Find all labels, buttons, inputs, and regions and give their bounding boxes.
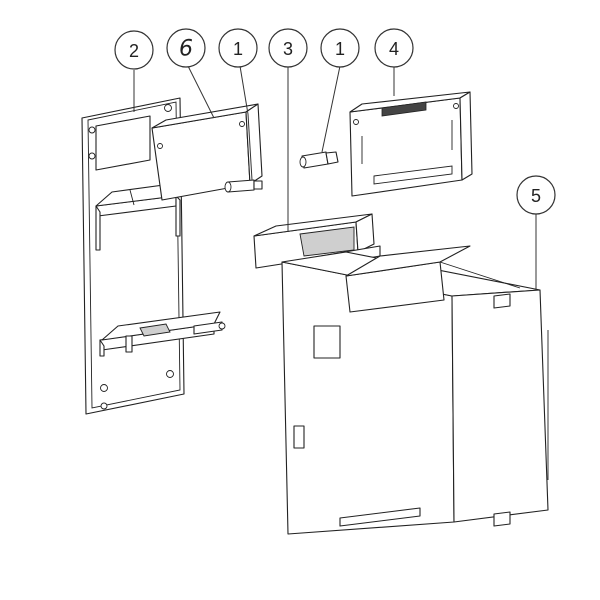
part-1-pin-right: [299, 151, 339, 169]
balloon-2: 2: [114, 30, 154, 70]
balloon-label-6: 6: [179, 37, 193, 62]
part-1-pin-left: [224, 179, 263, 193]
balloon-label-1-right: 1: [335, 39, 345, 59]
balloon-label-5: 5: [531, 186, 541, 206]
balloon-6: 6: [166, 28, 206, 68]
part-4-connector-bracket: [349, 91, 473, 197]
balloon-label-4: 4: [389, 39, 399, 59]
balloon-label-1-left: 1: [233, 39, 243, 59]
balloon-1-left: 1: [218, 28, 258, 68]
balloon-label-2: 2: [129, 41, 139, 61]
balloon-5: 5: [516, 175, 556, 215]
balloon-label-3: 3: [283, 39, 293, 59]
part-6-cover-plate: [151, 103, 263, 201]
part-3-bezel: [253, 213, 381, 273]
leader-lines: [133, 65, 537, 290]
balloon-3: 3: [268, 28, 308, 68]
part-5-main-body: [281, 245, 549, 535]
balloon-4: 4: [374, 28, 414, 68]
balloon-1-right: 1: [320, 28, 360, 68]
